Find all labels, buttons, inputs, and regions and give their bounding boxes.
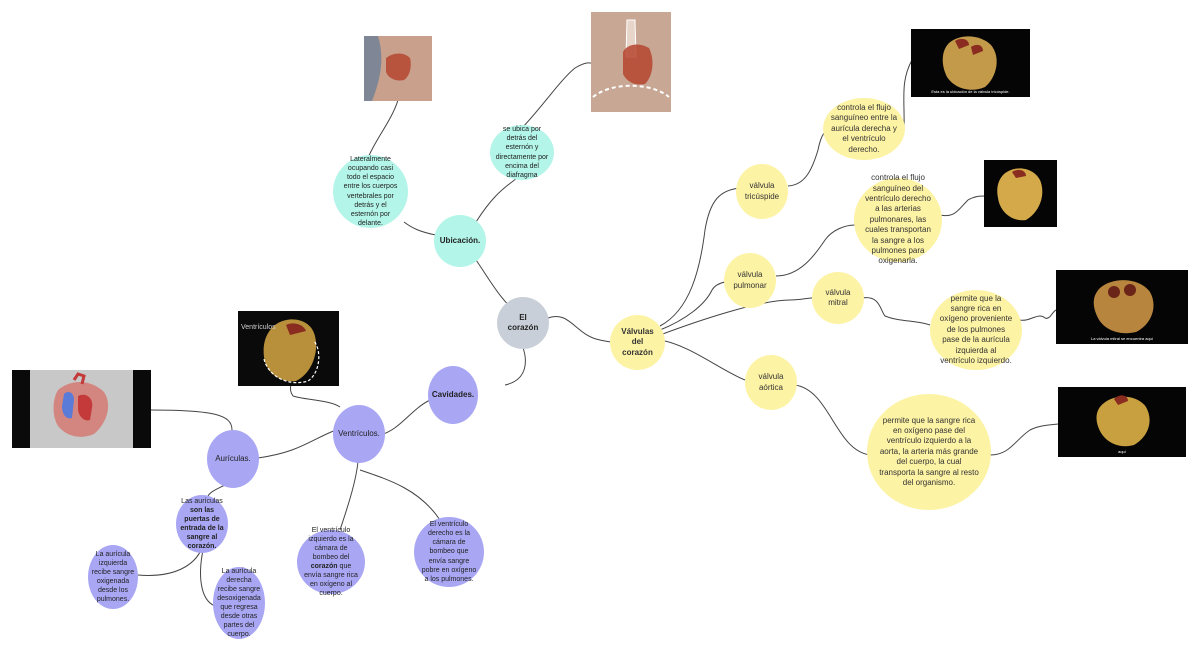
pulmonar-node[interactable]: válvula pulmonar [724,253,776,308]
mitral-desc-node[interactable]: permite que la sangre rica en oxígeno pr… [930,290,1022,370]
mitral-image-caption: La válvula mitral se encuentra aquí [1090,335,1154,341]
ubicacion-detras-text: se ubica por detrás del esternón y direc… [495,126,549,179]
auriculas-desc-bold: son las puertas de entrada de la sangre … [180,506,224,551]
mitral-node-label: válvula mitral [825,287,851,307]
auriculas-node-label: Aurículas. [215,453,251,463]
center-node-label: El corazón [507,312,539,332]
auricula-izq-text: La aurícula izquierda recibe sangre oxig… [91,550,135,604]
torso-front-image [591,12,671,112]
auricula-izq-node[interactable]: La aurícula izquierda recibe sangre oxig… [88,545,138,609]
valvulas-node[interactable]: Válvulas del corazón [610,315,665,370]
tricuspide-node[interactable]: válvula tricúspide [736,164,788,219]
ventriculos-heart-image: Ventrículos [238,311,339,386]
tricuspide-heart-image: Esta es la ubicación de la válvula tricú… [911,29,1030,97]
tricuspide-node-label: válvula tricúspide [744,181,780,201]
auricula-der-node[interactable]: La aurícula derecha recibe sangre desoxi… [213,567,265,639]
cavidades-node-label: Cavidades. [431,389,475,399]
ventriculo-izq-bold: corazón [310,563,338,570]
aortica-desc-text: permite que la sangre rica en oxígeno pa… [879,415,979,487]
aortica-node[interactable]: válvula aórtica [745,355,797,410]
cavidades-node[interactable]: Cavidades. [428,366,478,424]
auriculas-node[interactable]: Aurículas. [207,430,259,488]
pulmonar-desc-text: controla el flujo sanguíneo del ventrícu… [865,173,931,266]
ubicacion-node-label: Ubicación. [439,235,481,245]
pulmonar-node-label: válvula pulmonar [733,270,767,290]
ventriculo-izq-post: que envía sangre rica en oxígeno al cuer… [304,563,358,598]
mitral-node[interactable]: válvula mitral [812,272,864,324]
aortica-image-caption: aquí [1118,448,1126,454]
ventriculo-izq-text: El ventrículo izquierdo es la cámara de … [303,526,359,599]
ubicacion-detras-node[interactable]: se ubica por detrás del esternón y direc… [490,125,554,180]
aortica-node-label: válvula aórtica [758,372,784,392]
ubicacion-node[interactable]: Ubicación. [434,215,486,267]
ubicacion-lateral-text: Lateralmente ocupando casi todo el espac… [343,156,398,227]
aortica-heart-image: aquí [1058,387,1186,457]
ubicacion-lateral-node[interactable]: Lateralmente ocupando casi todo el espac… [333,155,408,228]
ventriculo-izq-pre: El ventrículo izquierdo es la cámara de … [308,526,354,561]
auriculas-desc-pre: Las aurículas [181,497,223,505]
ventriculo-izq-node[interactable]: El ventrículo izquierdo es la cámara de … [297,527,365,597]
heart-diagram-image [12,370,151,448]
pulmonar-heart-image [984,160,1057,227]
auriculas-desc-text: Las aurículas son las puertas de entrada… [178,497,226,552]
tricuspide-desc-node[interactable]: controla el flujo sanguíneo entre la aur… [823,98,905,160]
auricula-der-text: La aurícula derecha recibe sangre desoxi… [217,567,261,639]
ventriculos-node-label: Ventrículos. [338,428,380,438]
tricuspide-image-caption: Esta es la ubicación de la válvula tricú… [931,88,1010,94]
valvulas-node-label: Válvulas del corazón [621,326,654,357]
pulmonar-desc-node[interactable]: controla el flujo sanguíneo del ventrícu… [854,173,942,265]
mitral-desc-text: permite que la sangre rica en oxígeno pr… [939,293,1013,365]
torso-side-image [364,36,432,101]
auriculas-desc-node[interactable]: Las aurículas son las puertas de entrada… [176,495,228,553]
tricuspide-desc-text: controla el flujo sanguíneo entre la aur… [830,103,898,154]
ventriculos-image-label: Ventrículos [241,324,276,331]
mitral-heart-image: La válvula mitral se encuentra aquí [1056,270,1188,344]
ventriculo-der-text: El ventrículo derecho es la cámara de bo… [421,521,477,583]
center-node[interactable]: El corazón [497,297,549,349]
ventriculo-der-node[interactable]: El ventrículo derecho es la cámara de bo… [414,517,484,587]
ventriculos-node[interactable]: Ventrículos. [333,405,385,463]
aortica-desc-node[interactable]: permite que la sangre rica en oxígeno pa… [867,394,991,510]
